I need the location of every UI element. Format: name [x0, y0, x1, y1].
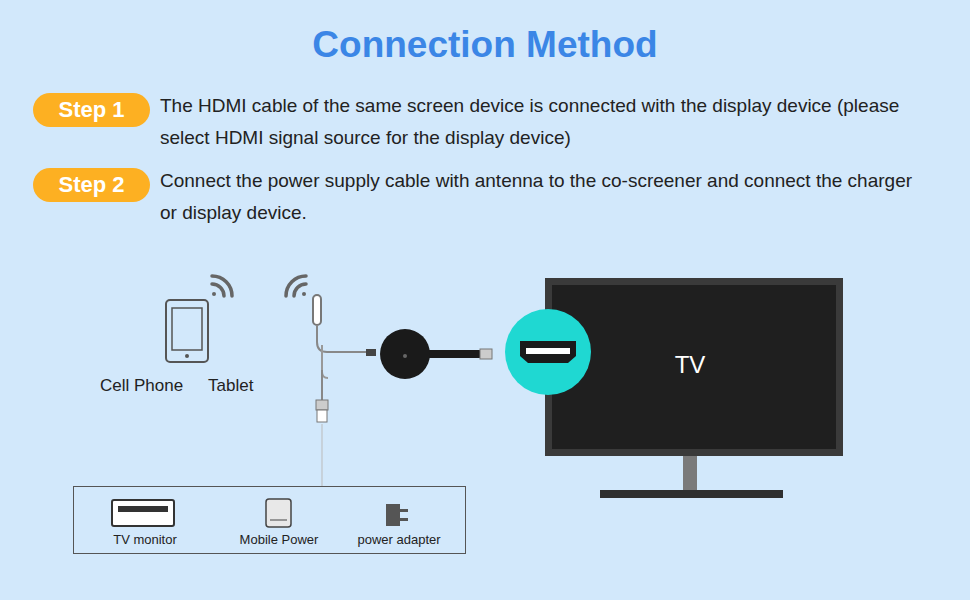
hdmi-port-pins — [526, 348, 570, 354]
device-label: Tablet — [208, 376, 253, 396]
dongle — [380, 329, 430, 379]
title: Connection Method — [0, 24, 970, 66]
step-pill: Step 2 — [33, 168, 150, 202]
usb-plug — [316, 400, 328, 422]
step-pill: Step 1 — [33, 93, 150, 127]
step-description: The HDMI cable of the same screen device… — [160, 90, 930, 154]
power-line — [322, 424, 323, 486]
usb-port-icon — [112, 500, 174, 526]
adapter-icon — [386, 504, 408, 526]
phone-icon — [166, 300, 208, 362]
tv-stand — [683, 456, 697, 492]
antenna-cable — [313, 295, 368, 400]
wifi-icon — [212, 276, 306, 296]
power-source-box: TV monitor Mobile Powerpower adapter — [73, 486, 466, 554]
tv-base — [600, 490, 783, 498]
hdmi-badge — [505, 309, 591, 395]
node-text: TV monitor — [84, 532, 206, 547]
node-text: power adapter — [339, 532, 459, 547]
step-description: Connect the power supply cable with ante… — [160, 165, 930, 229]
dongle-led — [403, 354, 407, 358]
node-text: Step 2 — [58, 172, 124, 198]
hdmi-port-icon — [520, 341, 576, 363]
node-text: Step 1 — [58, 97, 124, 123]
phone-button — [185, 354, 189, 358]
power-bank-icon — [266, 499, 291, 527]
micro-usb-plug — [366, 349, 376, 356]
tv-frame — [545, 278, 843, 456]
tv-screen-label: TV — [640, 345, 740, 385]
node-text: TV — [675, 351, 706, 379]
hdmi-plug — [480, 349, 492, 359]
device-label: Cell Phone — [100, 376, 183, 396]
tv-screen — [552, 285, 836, 449]
node-text: Mobile Power — [214, 532, 344, 547]
phone-screen — [172, 308, 202, 350]
